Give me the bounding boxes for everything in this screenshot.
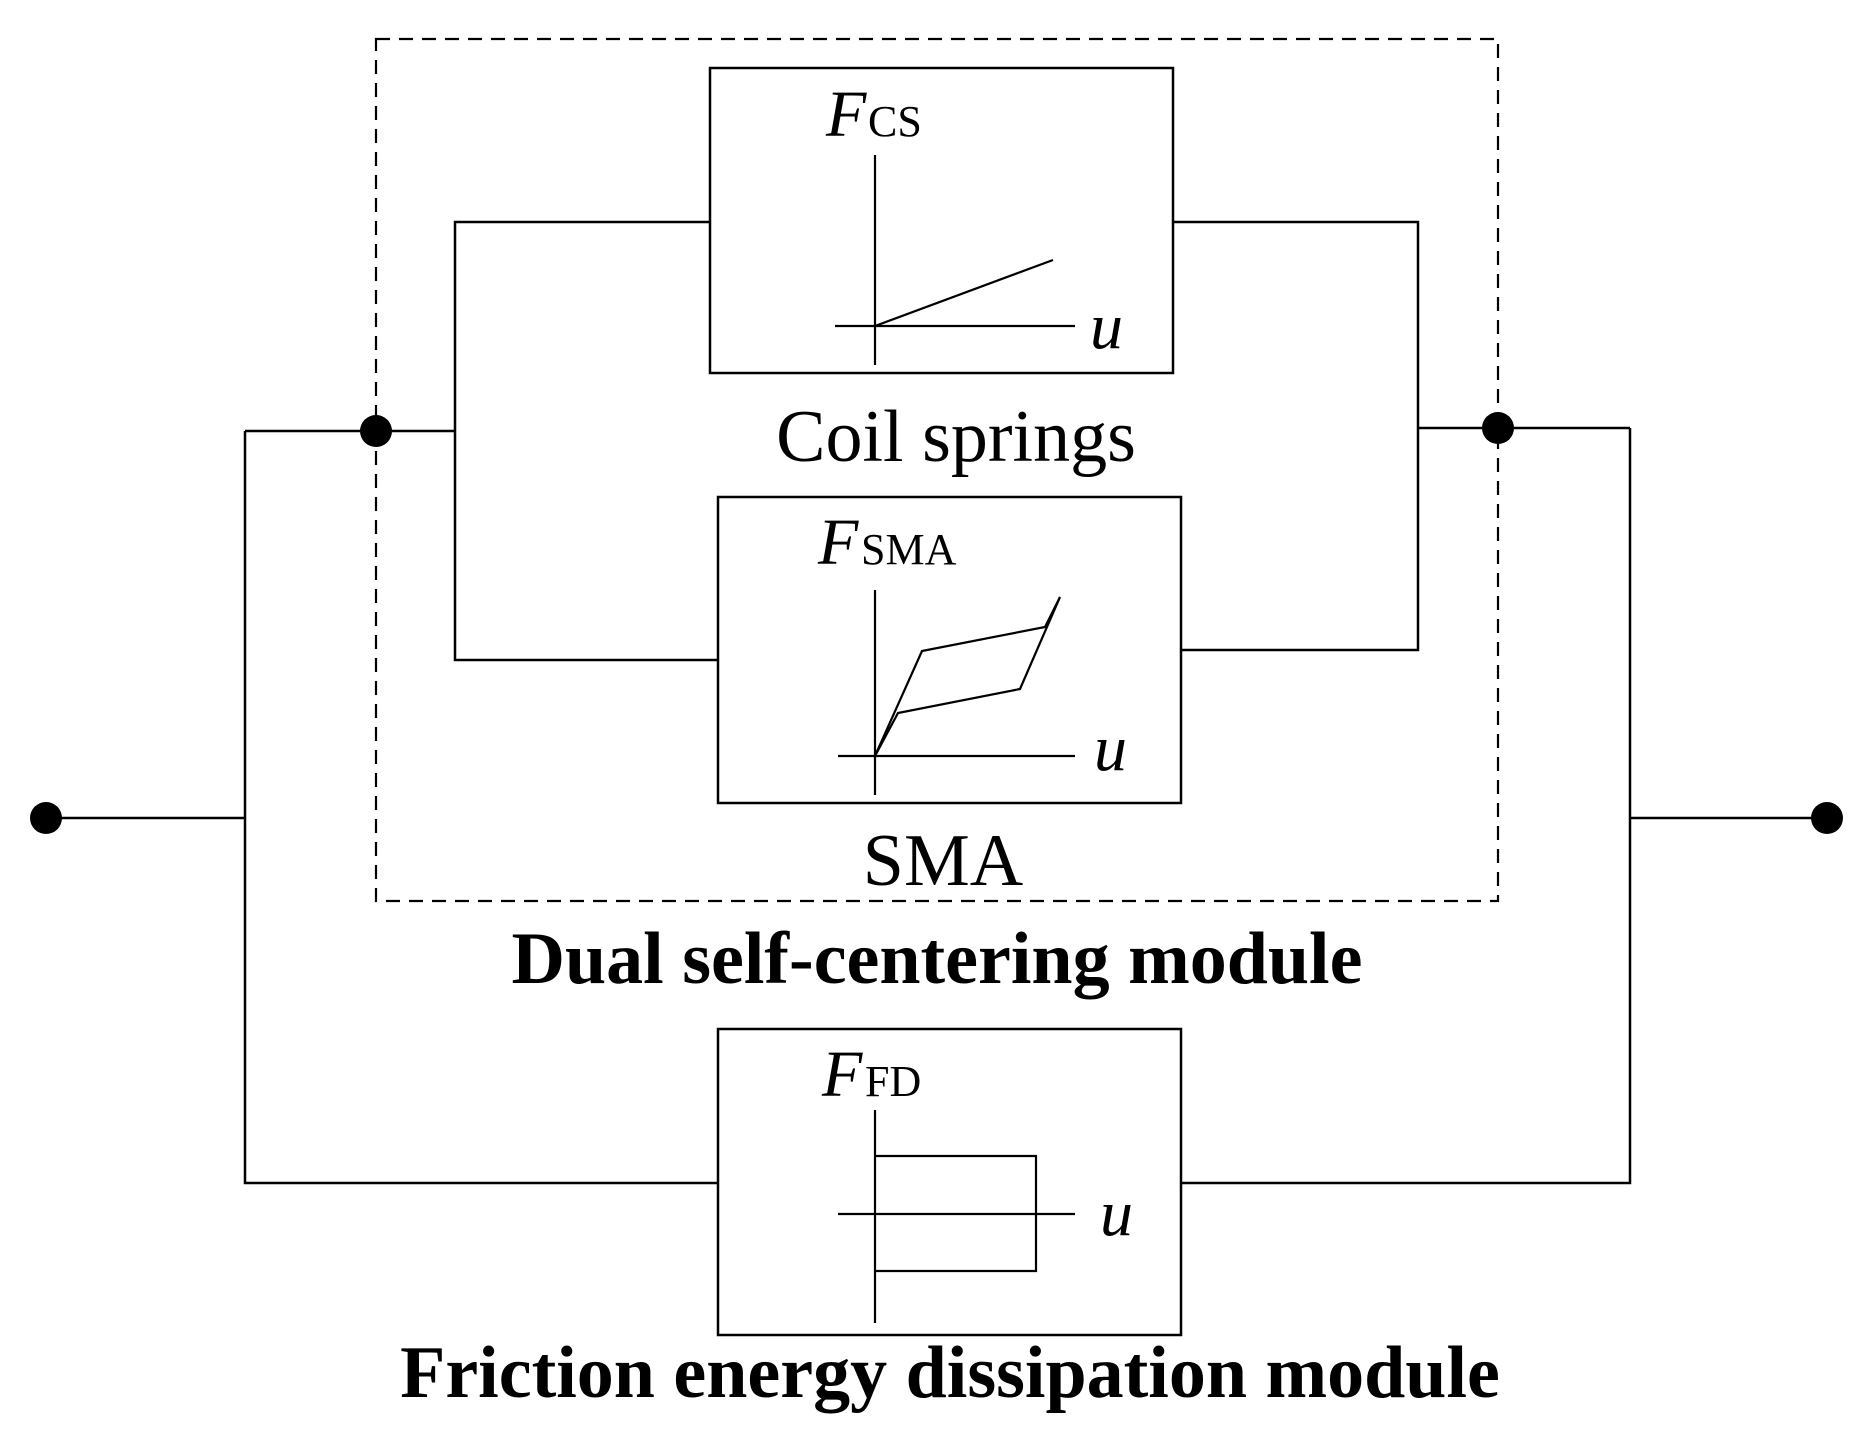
- dual-left-splitter: [453, 220, 718, 662]
- sma-force-symbol: F: [817, 506, 859, 579]
- outer-wiring: [46, 220, 1827, 1185]
- friction-rectangular-loop: [875, 1154, 1038, 1273]
- coil-u-label: u: [1090, 290, 1123, 363]
- right-junction-node: [1482, 412, 1514, 444]
- dual-module-caption: Dual self-centering module: [512, 918, 1363, 1000]
- sma-box: [716, 495, 1183, 805]
- friction-u-label: u: [1100, 1177, 1133, 1250]
- coil-force-symbol: F: [825, 78, 867, 151]
- right-rail: [1181, 428, 1632, 1185]
- dual-module-frame: [374, 37, 1500, 903]
- right-terminal-node: [1811, 802, 1843, 834]
- dual-right-splitter: [1173, 220, 1420, 652]
- sma-module: F SMA u SMA: [716, 495, 1183, 902]
- friction-box: [716, 1027, 1183, 1337]
- coil-springs-caption: Coil springs: [776, 396, 1136, 478]
- coil-force-subscript: CS: [868, 97, 922, 146]
- friction-force-subscript: FD: [865, 1057, 921, 1106]
- coil-springs-box: [708, 66, 1175, 375]
- friction-force-symbol: F: [821, 1038, 863, 1111]
- left-terminal-node: [30, 802, 62, 834]
- sma-flag-curve: [873, 596, 1062, 757]
- coil-linear-curve: [874, 258, 1054, 328]
- friction-module: F FD u Friction energy dissipation modul…: [400, 1027, 1500, 1414]
- left-rail: [243, 431, 718, 1185]
- sma-caption: SMA: [863, 820, 1023, 902]
- coil-springs-module: F CS u Coil springs: [708, 66, 1175, 478]
- sma-u-label: u: [1094, 712, 1127, 785]
- sma-force-subscript: SMA: [861, 525, 957, 574]
- friction-module-caption: Friction energy dissipation module: [400, 1332, 1500, 1414]
- left-junction-node: [360, 415, 392, 447]
